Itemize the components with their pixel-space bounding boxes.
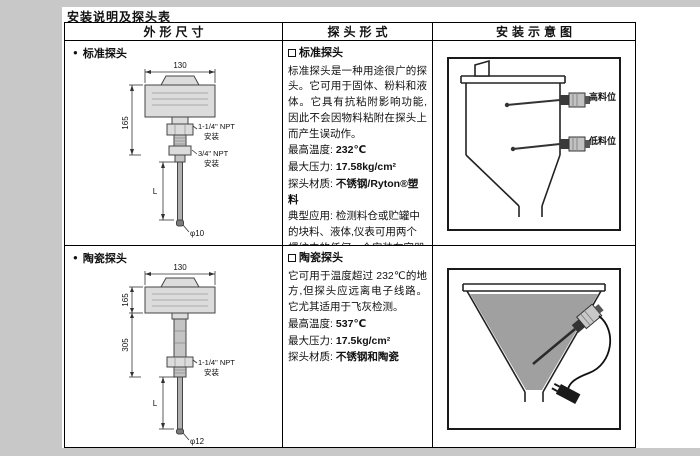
probe-title-text: 陶瓷探头: [299, 252, 343, 264]
material-fill: [470, 294, 598, 390]
spec-material: 探头材质:不锈钢和陶瓷: [288, 350, 427, 366]
spec-label: 最大压力:: [288, 161, 333, 173]
col-header-probe-type: 探头形式: [283, 23, 433, 41]
checkbox-icon: [288, 254, 296, 263]
npt-sub-label: 安装: [204, 367, 219, 377]
dim-height: 165: [121, 84, 143, 156]
probe-description: 标准探头是一种用途很广的探头。它可用于固体、粉料和液体。它具有抗粘附影响功能,因…: [288, 64, 427, 140]
dim-width-label: 130: [173, 61, 187, 70]
page-title: 安装说明及探头表: [67, 10, 172, 24]
probe-rod: [176, 376, 184, 435]
npt-bottom-label: 3/4" NPT: [198, 149, 229, 158]
probe-fittings: [166, 116, 194, 163]
dim-length-label: L: [153, 187, 158, 196]
bullet-icon: ●: [73, 253, 78, 262]
probe-title-standard: 标准探头: [288, 45, 427, 62]
col-header-diagram: 安装示意图: [433, 23, 635, 41]
spec-value: 检测料仓或贮罐中的块料、液体,仪表可用两个螺纹中的任何一个安装在容器壁上。: [288, 210, 425, 245]
npt-top-label: 1-1/4" NPT: [198, 122, 235, 131]
spec-label: 最大压力:: [288, 334, 333, 347]
col-header-dimensions: 外形尺寸: [65, 23, 283, 41]
probe-cable: [567, 315, 612, 390]
npt-bottom-callout: 3/4" NPT 安装: [191, 149, 229, 168]
row-label-text: 标准探头: [82, 48, 127, 60]
row-label-text: 陶瓷探头: [82, 253, 127, 265]
dim-width: 130: [144, 263, 216, 285]
dim-tip-diameter: φ12: [182, 432, 205, 446]
spec-max-pressure: 最大压力:17.5kg/cm²: [288, 334, 427, 350]
dim-height2-label: 305: [121, 338, 130, 352]
npt-top-callout: 1-1/4" NPT 安装: [192, 122, 235, 141]
probe-housing: [571, 303, 604, 333]
dim-height: 165: [121, 286, 143, 314]
spec-max-temp: 最高温度:537℃: [288, 317, 427, 333]
spec-value: 17.5kg/cm²: [335, 334, 391, 347]
dim-tip-diameter: φ10: [182, 224, 205, 238]
dim-length: L: [153, 161, 175, 221]
spec-label: 最高温度:: [288, 144, 333, 157]
hopper-diagram: [462, 283, 612, 405]
dim-length-label: L: [153, 399, 158, 408]
diagram-cell-ceramic: [433, 246, 635, 447]
dim-tip-label: φ10: [190, 229, 205, 238]
spec-label: 典型应用:: [288, 210, 333, 223]
spec-label: 探头材质:: [288, 177, 333, 190]
npt-bottom-sub-label: 安装: [204, 158, 219, 168]
probe-rod: [532, 328, 576, 365]
probe-title-text: 标准探头: [299, 47, 343, 59]
probe-table: 外形尺寸 探头形式 安装示意图 ● 标准探头 130: [64, 22, 636, 448]
npt-top-sub-label: 安装: [204, 131, 219, 141]
dimension-cell-ceramic: ● 陶瓷探头 130: [65, 246, 283, 447]
probe-housing: [144, 277, 216, 314]
diagram-cell-standard: 高料位 低料位: [433, 41, 635, 246]
ceramic-probe-drawing: 130 165: [121, 263, 235, 446]
low-level-label: 低料位: [588, 136, 616, 146]
npt-callout: 1-1/4" NPT 安装: [192, 358, 235, 377]
spec-material: 探头材质:不锈钢/Ryton®塑料: [288, 177, 427, 209]
hopper-diagram-frame: [447, 268, 621, 430]
dim-width: 130: [144, 61, 216, 83]
row-label-standard: ● 标准探头: [65, 41, 282, 61]
probe-type-cell-ceramic: 陶瓷探头 它可用于温度超过 232℃的地方,但探头应远离电子线路。它尤其适用于飞…: [283, 246, 433, 447]
silo-outline: [460, 59, 566, 217]
row-label-ceramic: ● 陶瓷探头: [65, 246, 282, 266]
dim-height2: 305: [121, 313, 141, 378]
spec-value: 不锈钢/Ryton®塑料: [288, 177, 419, 206]
spec-label: 最高温度:: [288, 317, 333, 330]
dim-tip-label: φ12: [190, 437, 205, 446]
dim-length: L: [153, 376, 175, 430]
silo-diagram-frame: 高料位 低料位: [447, 57, 621, 231]
spec-typical-application: 典型应用:检测料仓或贮罐中的块料、液体,仪表可用两个螺纹中的任何一个安装在容器壁…: [288, 209, 427, 245]
spec-max-pressure: 最大压力:17.58kg/cm²: [288, 160, 427, 176]
dim-width-label: 130: [173, 263, 187, 272]
high-level-label: 高料位: [588, 92, 616, 102]
probe-type-cell-standard: 标准探头 标准探头是一种用途很广的探头。它可用于固体、粉料和液体。它具有抗粘附影…: [283, 41, 433, 246]
probe-rod: [176, 161, 184, 227]
hopper-outline: [462, 283, 606, 402]
probe-description: 它可用于温度超过 232℃的地方,但探头应远离电子线路。它尤其适用于飞灰检测。: [288, 269, 427, 314]
npt-label: 1-1/4" NPT: [198, 358, 235, 367]
spec-label: 探头材质:: [288, 351, 333, 364]
spec-value: 537℃: [335, 317, 367, 330]
probe-title-ceramic: 陶瓷探头: [288, 250, 427, 267]
probe-fittings: [166, 312, 194, 378]
dim-height-label: 165: [121, 293, 130, 307]
low-level-probe: [510, 136, 590, 152]
spec-value: 232℃: [335, 144, 367, 157]
dim-height-label: 165: [121, 116, 130, 130]
spec-value: 不锈钢和陶瓷: [335, 351, 399, 364]
probe-housing: [144, 75, 216, 118]
silo-diagram: [460, 59, 590, 217]
dimension-cell-standard: ● 标准探头 130: [65, 41, 283, 246]
high-level-probe: [504, 92, 590, 108]
cable-connector: [551, 382, 581, 405]
spec-max-temp: 最高温度:232℃: [288, 143, 427, 159]
document-page: 安装说明及探头表 外形尺寸 探头形式 安装示意图 ● 标准探头: [62, 7, 700, 448]
standard-probe-drawing: 130: [121, 61, 235, 238]
spec-value: 17.58kg/cm²: [335, 161, 397, 173]
bullet-icon: ●: [73, 48, 78, 57]
checkbox-icon: [288, 49, 296, 58]
